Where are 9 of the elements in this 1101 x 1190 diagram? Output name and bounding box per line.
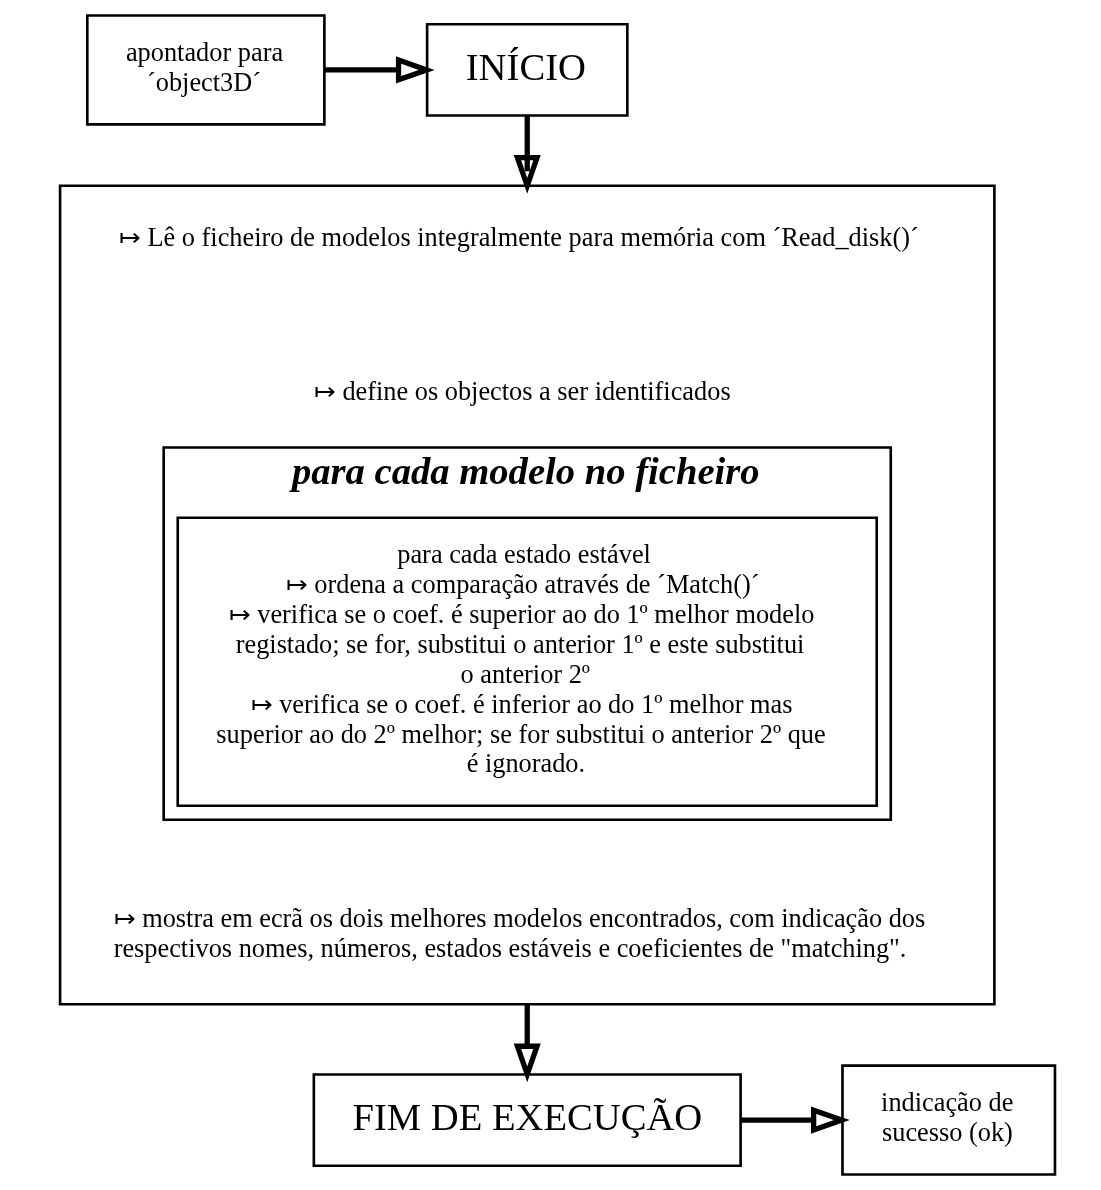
arrow [741, 1106, 850, 1134]
node-box: apontador para ´object3D´ [86, 14, 326, 126]
node-box: indicação de sucesso (ok) [841, 1064, 1057, 1176]
arrow [324, 56, 435, 84]
node-box: para cada estado estável ↦ ordena a comparação através de ´Match()´ ↦ verifica se o coef. é superior ao do 1º melhor modelo registado; se for, substitui o anterior 1º e este substitui o anterior 2º ↦ verifica se o coef. é inferior ao do 1º melhor mas superior ao do 2º melhor; se for substitui o anterior 2º que é ignorado. [176, 516, 879, 808]
arrow [513, 1004, 541, 1083]
node-box: FIM DE EXECUÇÃO [312, 1073, 742, 1168]
node-box: INÍCIO [425, 22, 629, 117]
arrow [513, 116, 541, 194]
